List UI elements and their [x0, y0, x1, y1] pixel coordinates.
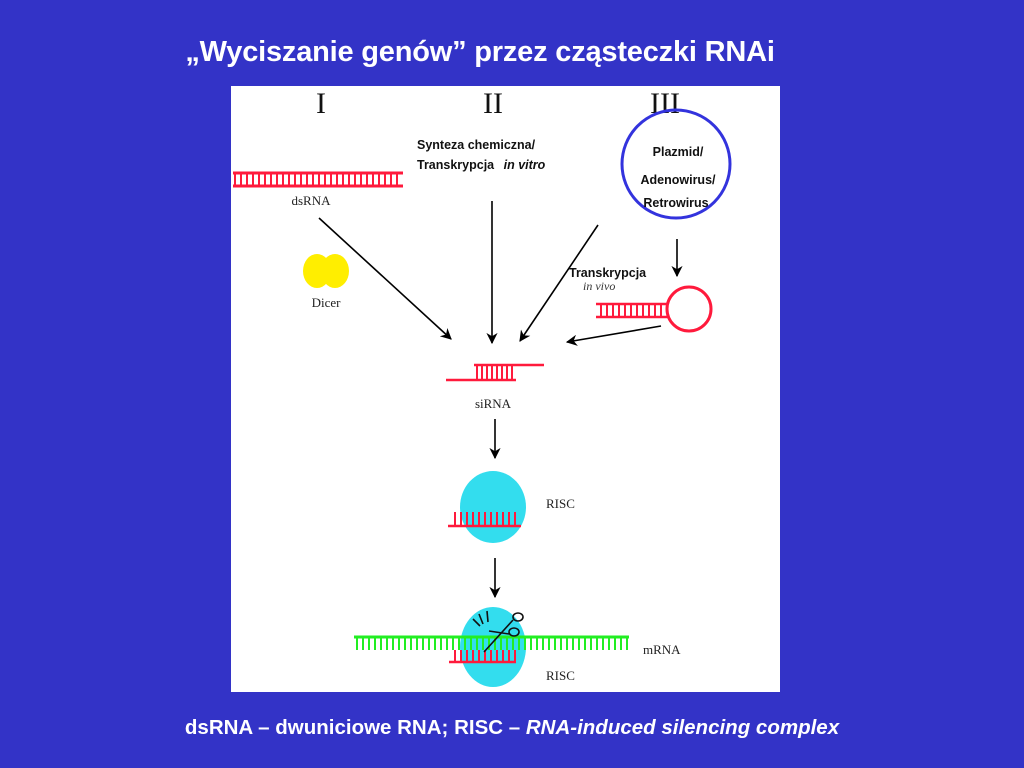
arrow-hairpin-to-sirna	[565, 325, 662, 346]
vector-label-line1: Plazmid/	[653, 145, 704, 159]
dsrna-label: dsRNA	[291, 193, 331, 208]
sirna-duplex	[446, 363, 544, 382]
vector-circle	[620, 108, 732, 220]
dicer-label: Dicer	[312, 295, 342, 310]
in-vivo-label: in vivo	[583, 279, 615, 293]
transcription-label: Transkrypcja	[569, 266, 647, 280]
risc-guide-strand-1	[448, 512, 521, 528]
synthesis-italic: in vitro	[504, 158, 546, 172]
mrna-label: mRNA	[643, 642, 681, 657]
dsrna-ladder	[233, 171, 403, 188]
synthesis-label-line2: Transkrypcja in vitro	[417, 158, 546, 172]
slide-footer: dsRNA – dwuniciowe RNA; RISC – RNA-induc…	[0, 716, 1024, 740]
dicer-enzyme	[303, 254, 349, 288]
scissors-icon	[472, 610, 524, 653]
sirna-label: siRNA	[475, 396, 512, 411]
risc-guide-strand-2	[449, 650, 516, 664]
vector-label-line2: Adenowirus/	[640, 173, 716, 187]
footer-risc-definition: RNA-induced silencing complex	[525, 716, 840, 739]
shrna-hairpin	[596, 285, 713, 333]
arrow-dsrna-to-sirna	[318, 217, 452, 340]
risc-label-1: RISC	[546, 496, 575, 511]
arrow-vector-diagonal-to-sirna	[519, 224, 599, 342]
column-label-1: I	[316, 87, 326, 120]
risc-label-2: RISC	[546, 668, 575, 683]
vector-label-line3: Retrowirus	[643, 196, 708, 210]
hairpin-loop	[665, 285, 713, 333]
risc-complex-1	[460, 471, 526, 543]
mrna-strand	[354, 635, 629, 650]
synthesis-prefix: Transkrypcja	[417, 158, 495, 172]
risc-complex-2	[460, 607, 526, 687]
footer-definitions: dsRNA – dwuniciowe RNA; RISC –	[184, 716, 526, 739]
column-label-2: II	[483, 87, 503, 120]
rnai-diagram-panel: I II III dsRNA Dicer Synteza chemiczna/ …	[231, 86, 780, 692]
synthesis-label-line1: Synteza chemiczna/	[417, 138, 536, 152]
slide-title: „Wyciszanie genów” przez cząsteczki RNAi	[185, 36, 775, 68]
